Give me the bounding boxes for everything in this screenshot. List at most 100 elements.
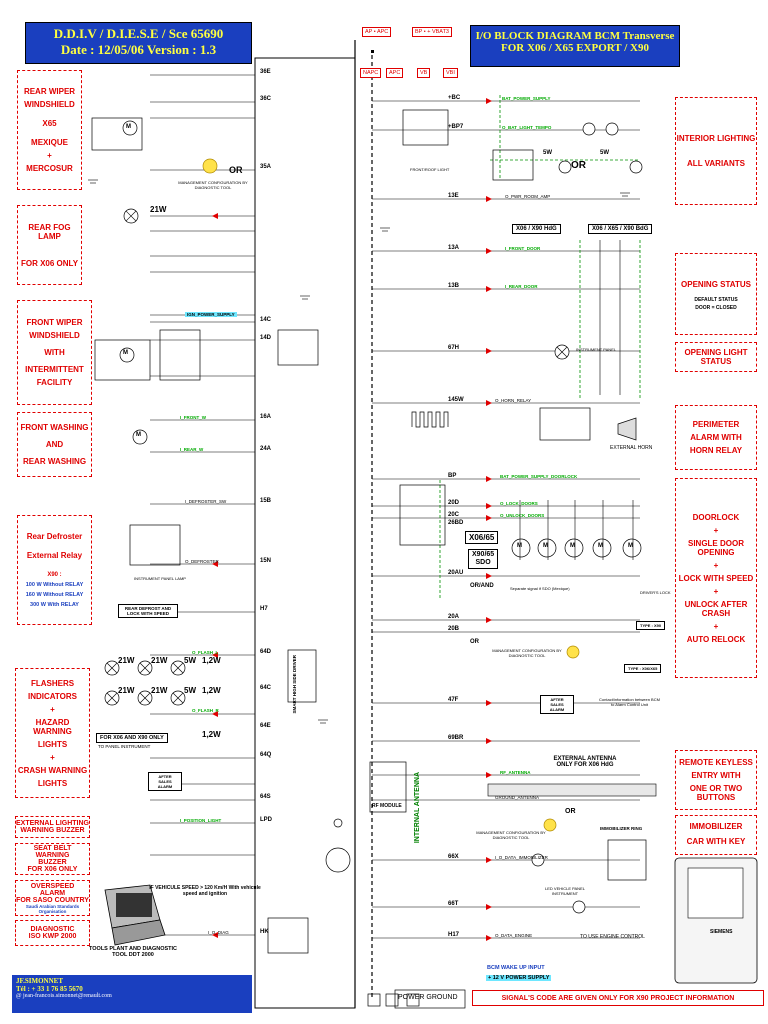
supply-apc: APC <box>376 29 389 35</box>
pin-label: 20B <box>448 626 460 632</box>
label-line: X65 <box>42 119 57 128</box>
label-line: ONE OR TWO BUTTONS <box>689 784 743 802</box>
label-line: ALARM WITH <box>690 433 742 442</box>
pin-label: +BC <box>448 95 461 101</box>
pin-label: 20AU <box>448 570 464 576</box>
internal-antenna: INTERNAL ANTENNA <box>414 772 421 844</box>
label-line: REMOTE KEYLESS <box>679 758 753 767</box>
label-line: LIGHTS <box>37 778 68 788</box>
rear-fog-label-box: REAR FOG LAMP FOR X06 ONLY <box>17 205 82 285</box>
signal-flash-r: O_FLASH_R <box>192 708 219 713</box>
pin-label: 69BR <box>448 735 464 741</box>
diagram-title-box: I/O BLOCK DIAGRAM BCM Transverse FOR X06… <box>470 25 680 67</box>
to-panel-instrument: TO PANEL INSTRUMENT <box>98 744 151 749</box>
motor-lock-1: M <box>517 543 522 549</box>
pin-label: +BP7 <box>448 124 464 130</box>
diagnostic-label-box: DIAGNOSTIC ISO KWP 2000 <box>15 920 90 946</box>
label-line: FOR X06 ONLY <box>20 258 79 268</box>
supply-ap-box: AP • APC <box>362 27 392 37</box>
after-sales-alarm-2: AFTER SALES ALARM <box>148 772 182 791</box>
label-line: Rear Defroster <box>26 532 83 541</box>
pin-label: 64E <box>260 723 271 729</box>
label-line: WINDSHIELD <box>29 331 80 340</box>
label-line: EXTERNAL LIGHTING <box>16 820 89 827</box>
motor-lock-4: M <box>598 543 603 549</box>
front-roof-light: FRONT/ROOF LIGHT <box>410 167 450 172</box>
load-21w-b: 21W <box>151 656 168 665</box>
interior-lighting-label-box: INTERIOR LIGHTING ALL VARIANTS <box>675 97 757 205</box>
author-name: JF.SIMONNET <box>16 977 64 985</box>
diagram-title: I/O BLOCK DIAGRAM BCM Transverse <box>475 30 675 42</box>
pin-label: 14D <box>260 335 272 341</box>
rear-defroster-label-box: Rear Defroster External Relay X90 : 100 … <box>17 515 92 625</box>
load-21w-a: 21W <box>118 656 135 665</box>
load-21w-fog: 21W <box>150 205 167 214</box>
label-line: ISO KWP 2000 <box>28 933 77 940</box>
label-line: REAR WASHING <box>22 457 87 466</box>
pin-label: 36E <box>260 69 271 75</box>
pin-label: 20C <box>448 512 460 518</box>
pin-label: 13B <box>448 283 460 289</box>
label-line: + <box>713 560 719 570</box>
label-line: FOR SASO COUNTRY <box>16 896 89 904</box>
signal-bat-light: O_BAT_LIGHT_TEMPO <box>502 125 552 130</box>
label-line: SEAT BELT WARNING <box>33 845 72 859</box>
label-line: DIAGNOSTIC <box>30 926 75 933</box>
label-line: 160 W Without RELAY <box>25 592 84 598</box>
label-line: HORN RELAY <box>689 446 743 455</box>
label-line: + <box>47 151 52 160</box>
pin-label: 20A <box>448 614 460 620</box>
pin-label: 64Q <box>260 752 272 758</box>
instrument-panel: INSTRUMENT PANEL <box>576 347 617 352</box>
drivers-lock: DRIVER'S LOCK <box>640 590 671 595</box>
type-x06-box: TYPE : X06/X65 <box>624 664 662 673</box>
label-line: INTERMITTENT <box>25 365 84 374</box>
signal-data-engine: O_DATA_ENGINE <box>495 933 533 938</box>
ext-lighting-label-box: EXTERNAL LIGHTING WARNING BUZZER <box>15 816 90 838</box>
mgmt-config-note-1: MANAGEMENT CONFIGURATION BY DIAGNOSTIC T… <box>178 180 248 190</box>
pin-label: H7 <box>260 606 268 612</box>
label-line: X90 : <box>47 572 62 578</box>
label-line: + <box>50 752 55 762</box>
keyless-label-box: REMOTE KEYLESS ENTRY WITH ONE OR TWO BUT… <box>675 750 757 810</box>
perimeter-alarm-label-box: PERIMETER ALARM WITH HORN RELAY <box>675 405 757 470</box>
document-info-box: D.D.I.V / D.I.E.S.E / Sce 65690 Date : 1… <box>25 22 252 64</box>
variant-x90-65: X90/65 SDO <box>468 549 499 569</box>
load-5w-b: 5W <box>184 686 196 695</box>
pin-label: 20D <box>448 500 460 506</box>
signal-lock-doors: O_LOCK_DOORS <box>500 501 538 506</box>
signal-o-defroster: O_DEFROSTER <box>185 559 219 564</box>
pin-label: 64C <box>260 685 272 691</box>
signal-pwr-room: O_PWR_ROOM_AMP <box>505 194 551 199</box>
label-line: CAR WITH KEY <box>686 837 746 846</box>
doc-ref: D.D.I.V / D.I.E.S.E / Sce 65690 <box>53 26 224 41</box>
load-21w-d: 21W <box>151 686 168 695</box>
siemens-logo-text: SIEMENS <box>710 929 733 935</box>
opening-light-label-box: OPENING LIGHT STATUS <box>675 342 757 372</box>
label-line: FACILITY <box>36 378 73 387</box>
supply-bp: BP <box>415 29 423 35</box>
signal-defroster-sw: I_DEFROSTER_SW <box>185 499 227 504</box>
vb-box: VB <box>417 68 431 78</box>
doc-date-version: Date : 12/05/06 Version : 1.3 <box>60 42 217 57</box>
label-line: MEXIQUE <box>31 138 68 147</box>
seat-belt-label-box: SEAT BELT WARNING BUZZER FOR X06 ONLY <box>15 843 90 875</box>
label-line: ALL VARIANTS <box>687 159 745 168</box>
label-line: OPENING LIGHT <box>684 348 748 357</box>
or-label: OR <box>229 165 243 175</box>
label-line: AND <box>45 440 64 449</box>
signal-ign-power: IGN_POWER_SUPPLY <box>185 312 237 317</box>
label-line: PERIMETER <box>692 420 740 429</box>
load-5w-room: 5W <box>543 150 552 156</box>
label-line: WITH <box>44 348 65 357</box>
label-line: DEFAULT STATUS <box>694 296 738 303</box>
label-line: FRONT WIPER <box>26 318 83 327</box>
label-line: LOCK WITH SPEED <box>678 573 754 583</box>
contact-info: Contact/information between BCM to Alarm… <box>599 697 660 707</box>
pin-label: HK <box>260 929 269 935</box>
label-line: + <box>713 586 719 596</box>
front-wiper-label-box: FRONT WIPER WINDSHIELD WITH INTERMITTENT… <box>17 300 92 405</box>
label-line: FOR X06 ONLY <box>27 866 78 873</box>
label-line: SINGLE DOOR OPENING <box>687 538 744 557</box>
